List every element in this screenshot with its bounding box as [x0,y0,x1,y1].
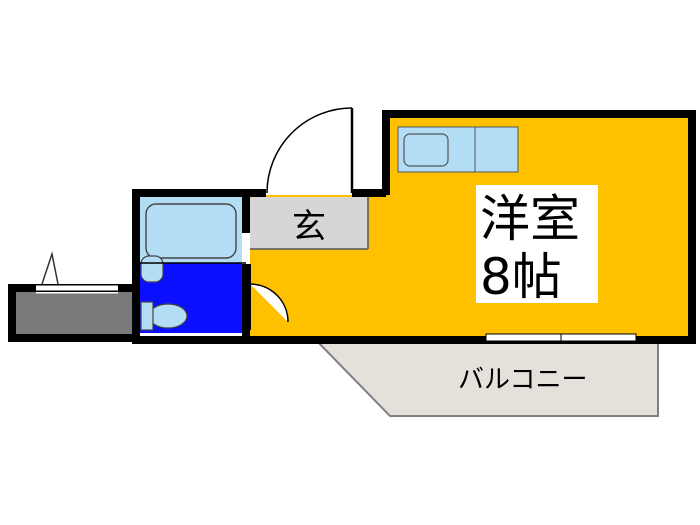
western-room-size: 8帖 [480,248,562,306]
toilet-icon [148,303,188,329]
entrance-label: 玄 [292,207,326,247]
western-room-name: 洋室 [480,190,580,248]
toilet-door-arc [249,283,289,323]
outer-door-swing-icon [41,251,59,285]
balcony-label: バルコニー [458,365,587,395]
room-label-box [476,185,598,303]
washbasin-icon [140,255,164,283]
entrance-door-arc [266,107,353,194]
toilet-tank-icon [140,301,154,331]
entrance-area [250,197,368,249]
bathtub-icon [145,203,237,259]
washer-area [16,292,132,334]
kitchen-sink-icon [403,133,449,167]
